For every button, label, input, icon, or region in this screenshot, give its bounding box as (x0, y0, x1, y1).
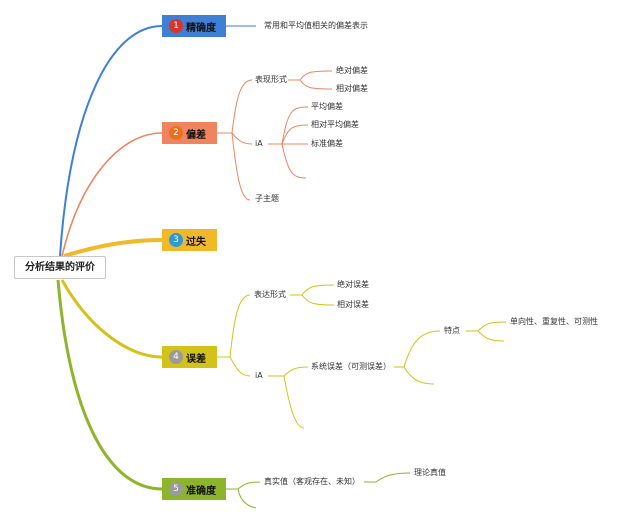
link-err-form (229, 294, 251, 358)
link-dev-form (231, 79, 253, 134)
topic-precision-label: 精确度 (186, 22, 216, 34)
node-error-form[interactable]: 表达形式 (254, 290, 286, 299)
node-relative-deviation[interactable]: 相对偏差 (336, 84, 368, 93)
topic-accuracy[interactable]: 5 准确度 (162, 478, 226, 500)
link-eia-sys (283, 366, 309, 377)
link-dev-ia (231, 132, 253, 145)
node-true-value[interactable]: 真实值（客观存在、未知） (264, 477, 360, 486)
trunk-gross-error (63, 238, 163, 258)
link-ia-relavg (281, 124, 309, 145)
link-feat-props (477, 321, 507, 332)
node-standard-deviation[interactable]: 标准偏差 (311, 139, 343, 148)
priority-3-icon: 3 (169, 233, 183, 247)
topic-error[interactable]: 4 误差 (162, 346, 217, 368)
node-characteristics[interactable]: 特点 (444, 326, 460, 335)
topic-deviation-label: 偏差 (186, 129, 206, 141)
trunk-deviation (61, 132, 163, 257)
link-dev-sub (231, 132, 251, 201)
link-eform-abs (301, 284, 335, 296)
topic-error-label: 误差 (186, 353, 206, 365)
node-absolute-deviation[interactable]: 绝对偏差 (336, 66, 368, 75)
topic-deviation[interactable]: 2 偏差 (162, 122, 217, 144)
link-form-rel (299, 79, 333, 90)
trunk-accuracy (56, 279, 163, 491)
priority-5-icon: 5 (169, 482, 183, 496)
node-theoretical-true-value[interactable]: 理论真值 (414, 468, 446, 477)
node-characteristic-properties[interactable]: 单向性、重复性、可测性 (510, 317, 598, 326)
node-precision-note[interactable]: 常用和平均值相关的偏差表示 (264, 21, 368, 30)
link-eia-empty (283, 375, 305, 429)
topic-gross-error[interactable]: 3 过失 (162, 229, 217, 251)
topic-accuracy-label: 准确度 (186, 485, 216, 497)
trunk-precision (59, 25, 163, 257)
priority-1-icon: 1 (169, 19, 183, 33)
link-acc-empty (237, 488, 257, 509)
topic-gross-error-label: 过失 (186, 236, 206, 248)
link-sys-feat (403, 330, 441, 368)
node-deviation-form[interactable]: 表现形式 (255, 75, 287, 84)
link-ia-avg (281, 106, 309, 145)
node-absolute-error[interactable]: 绝对误差 (337, 280, 369, 289)
node-systematic-error[interactable]: 系统误差（可测误差） (311, 362, 391, 371)
node-relative-average-deviation[interactable]: 相对平均偏差 (311, 120, 359, 129)
link-feat-empty (477, 330, 505, 342)
node-subtopic[interactable]: 子主题 (255, 194, 279, 203)
link-form-abs (299, 70, 333, 81)
trunk-error (60, 279, 163, 359)
node-average-deviation[interactable]: 平均偏差 (311, 102, 343, 111)
link-sys-empty (403, 366, 435, 385)
link-err-ia (229, 356, 251, 377)
link-true-theory (375, 472, 411, 483)
priority-4-icon: 4 (169, 350, 183, 364)
topic-precision[interactable]: 1 精确度 (162, 15, 226, 37)
node-deviation-ia[interactable]: iA (255, 139, 263, 148)
link-acc-true (237, 481, 261, 490)
node-relative-error[interactable]: 相对误差 (337, 300, 369, 309)
link-ia-empty (281, 143, 307, 179)
root-topic[interactable]: 分析结果的评价 (14, 256, 106, 279)
node-error-ia[interactable]: iA (255, 371, 263, 380)
link-eform-rel (301, 294, 335, 306)
connector-lines (56, 25, 507, 509)
priority-2-icon: 2 (169, 126, 183, 140)
